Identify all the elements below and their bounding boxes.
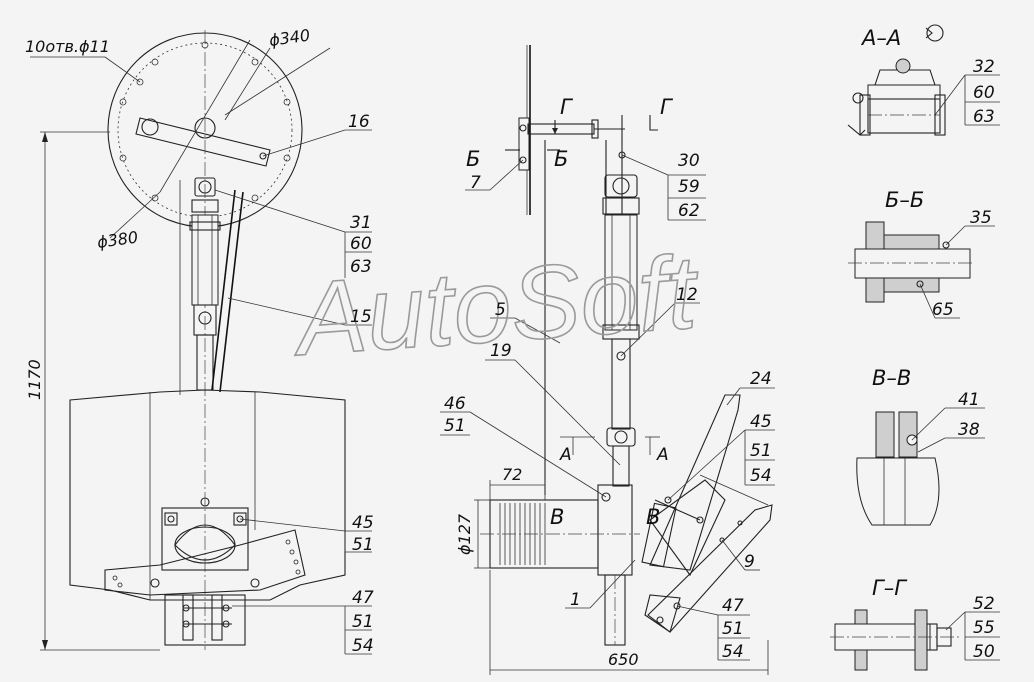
callout-60-aa: 60 — [973, 83, 995, 103]
callout-16: 16 — [348, 112, 370, 132]
callout-63-aa: 63 — [973, 107, 995, 127]
cut-letter-g1: Г — [560, 95, 574, 119]
callout-60: 60 — [350, 234, 372, 254]
callout-5: 5 — [495, 300, 506, 320]
cut-letter-b2: Б — [554, 147, 568, 171]
callout-19: 19 — [490, 341, 512, 361]
cut-letter-v2: В — [646, 505, 660, 529]
hydraulic-cylinder — [604, 214, 638, 331]
bolt-holes — [119, 41, 291, 202]
cut-letter-v1: В — [550, 505, 564, 529]
callout-51-mid-a: 51 — [444, 416, 466, 436]
rotation-icon — [926, 24, 944, 42]
diameter-380-label: ϕ380 — [96, 227, 139, 252]
callout-46: 46 — [444, 394, 466, 414]
callout-50: 50 — [973, 642, 995, 662]
callout-45-mid: 45 — [750, 412, 772, 432]
callout-54-mid: 54 — [750, 466, 772, 486]
callout-15: 15 — [350, 307, 372, 327]
callout-1: 1 — [570, 590, 581, 610]
chute-plate — [649, 394, 741, 571]
center-body — [597, 484, 633, 576]
callout-52: 52 — [973, 594, 995, 614]
section-bb-title: Б–Б — [885, 188, 924, 212]
callout-7: 7 — [470, 173, 481, 193]
width-650-label: 650 — [608, 650, 639, 669]
callout-65: 65 — [932, 300, 954, 320]
callout-63: 63 — [350, 257, 372, 277]
callout-54-mid-b: 54 — [722, 642, 744, 662]
height-dimension: 1170 — [25, 359, 44, 400]
cut-letter-a2: А — [656, 445, 669, 465]
callout-41: 41 — [958, 390, 980, 410]
callout-59: 59 — [678, 177, 700, 197]
callout-32: 32 — [973, 57, 995, 77]
crank-arm — [135, 117, 271, 167]
cut-letter-b1: Б — [466, 147, 480, 171]
callout-47-mid: 47 — [722, 596, 744, 616]
callout-62: 62 — [678, 201, 700, 221]
callout-35: 35 — [970, 208, 992, 228]
callout-47-left: 47 — [352, 588, 374, 608]
callout-51-mid-b: 51 — [722, 619, 744, 639]
holes-dimension: 10отв.ϕ11 — [25, 37, 110, 56]
callout-54-left: 54 — [352, 636, 374, 656]
spring-cylinder — [191, 214, 219, 306]
callout-24: 24 — [750, 369, 772, 389]
section-aa-title: А–А — [860, 26, 901, 50]
section-vv — [856, 407, 985, 526]
callout-51-left: 51 — [352, 535, 374, 555]
section-gg-title: Г–Г — [872, 576, 908, 600]
front-view — [30, 30, 372, 655]
callout-31: 31 — [350, 213, 372, 233]
callout-45-left: 45 — [352, 513, 374, 533]
section-vv-title: В–В — [872, 366, 911, 390]
hopper — [69, 389, 346, 601]
callout-12: 12 — [676, 285, 698, 305]
section-gg — [830, 609, 1000, 671]
cut-letter-g2: Г — [660, 95, 674, 119]
callout-51-left-b: 51 — [352, 612, 374, 632]
side-view — [440, 45, 775, 675]
callout-55: 55 — [973, 618, 995, 638]
callout-38: 38 — [958, 420, 980, 440]
width-72-label: 72 — [502, 465, 522, 484]
callout-30: 30 — [678, 151, 700, 171]
pipe-diameter-label: ϕ127 — [455, 513, 474, 555]
diameter-340-label: ϕ340 — [268, 25, 311, 50]
callout-9: 9 — [744, 552, 755, 572]
section-aa — [847, 24, 1000, 136]
section-bb — [848, 221, 995, 319]
callout-51-mid: 51 — [750, 441, 772, 461]
cut-letter-a1: А — [559, 445, 572, 465]
